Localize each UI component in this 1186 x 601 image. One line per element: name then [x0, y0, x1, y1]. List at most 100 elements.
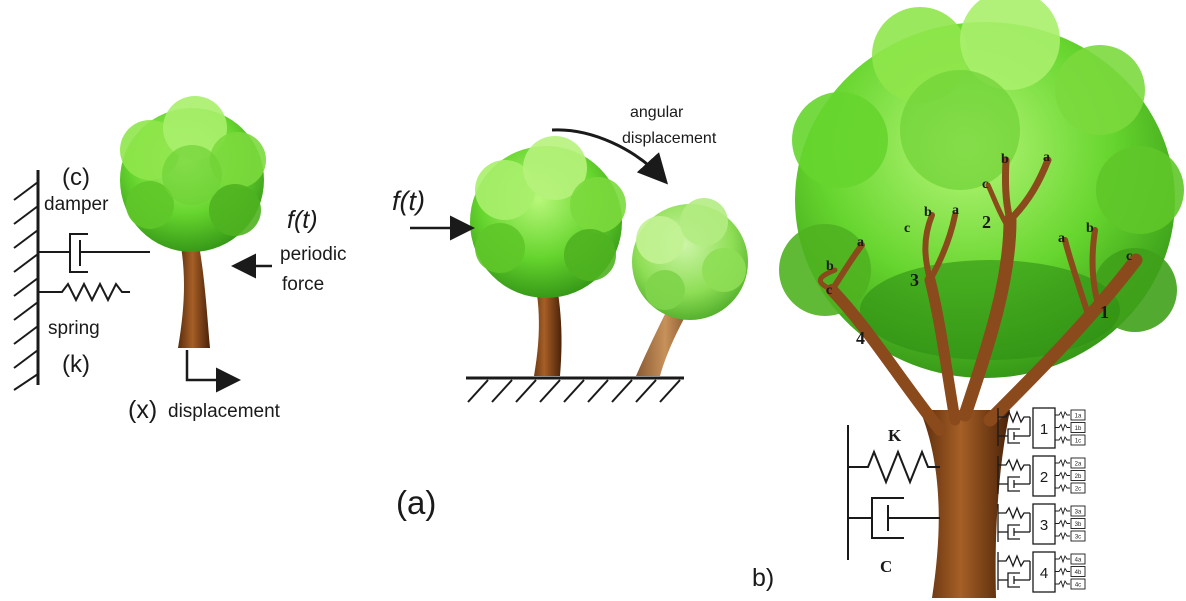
- rotation-label-line2: displacement: [622, 130, 717, 147]
- leaning-tree: [632, 198, 748, 376]
- sub-box: [1070, 566, 1086, 577]
- sub-box-label: 4b: [1075, 570, 1082, 576]
- leaning-tree-foliage: [632, 198, 748, 320]
- right-spring-symbol: K: [888, 426, 902, 445]
- sub-box: [1070, 505, 1086, 517]
- sub-box-label: 3a: [1075, 510, 1082, 516]
- middle-panel: f(t) angular displacement (a): [392, 104, 748, 521]
- sub-spring: [1055, 458, 1070, 468]
- tip-3a: a: [952, 203, 959, 218]
- left-tree-foliage: [120, 96, 266, 252]
- sub-spring: [1055, 554, 1070, 564]
- subsystem-spring: [998, 410, 1030, 424]
- sub-box: [1070, 518, 1086, 529]
- subsystem-damper: [1007, 428, 1020, 444]
- sub-spring: [1055, 483, 1070, 493]
- branch-number-labels: 1 2 3 4: [856, 212, 1109, 348]
- sub-spring: [1055, 435, 1070, 445]
- branch-number-3: 3: [910, 270, 919, 290]
- subsystem-1: 1 1a 1b 1c: [997, 407, 1086, 449]
- left-force-label-line1: periodic: [280, 244, 347, 265]
- tip-4a: a: [857, 235, 864, 250]
- right-damper-symbol: C: [880, 557, 892, 576]
- damper-symbol: [38, 233, 150, 273]
- right-tree-trunk: [920, 410, 1010, 598]
- displacement-label: displacement: [168, 401, 281, 422]
- displacement-symbol-label: (x): [128, 396, 157, 424]
- branch-3: [924, 274, 961, 426]
- subsystem-number: 2: [1040, 469, 1048, 486]
- tip-2a: a: [1043, 150, 1050, 165]
- sub-box-label: 2a: [1075, 462, 1082, 468]
- right-spring-damper: [847, 425, 940, 560]
- right-tree-trunk-group: [817, 156, 1143, 598]
- sub-box: [1070, 578, 1086, 590]
- sub-box-label: 1c: [1075, 439, 1081, 445]
- rotation-label-line1: angular: [630, 104, 684, 121]
- caption-b: b): [752, 564, 774, 592]
- sub-spring: [1055, 471, 1070, 480]
- sub-box-label: 2c: [1075, 487, 1081, 493]
- branch-4: [826, 284, 946, 436]
- subsystem-box: [1032, 455, 1056, 497]
- subsystem-box: [1032, 407, 1056, 449]
- sub-box: [1070, 409, 1086, 421]
- sub-box-label: 3b: [1075, 522, 1082, 528]
- sub-box: [1070, 422, 1086, 433]
- branch-number-1: 1: [1100, 302, 1109, 322]
- subsystem-spring: [998, 506, 1030, 520]
- branch-number-2: 2: [982, 212, 991, 232]
- sub-box: [1070, 457, 1086, 469]
- sub-box-label: 2b: [1075, 474, 1082, 480]
- sub-box-label: 1a: [1075, 414, 1082, 420]
- subsystem-damper: [1007, 572, 1020, 588]
- middle-force-symbol: f(t): [392, 186, 425, 216]
- tip-3c: c: [904, 221, 910, 236]
- branch-tip-labels: a b c a b c a b c a b c: [826, 150, 1132, 298]
- subsystem-box: [1032, 503, 1056, 545]
- tip-3b: b: [924, 205, 932, 220]
- subsystem-spring: [998, 554, 1030, 568]
- upright-tree: [470, 136, 626, 376]
- sub-box-label: 1b: [1075, 426, 1082, 432]
- subsystem-number: 4: [1040, 565, 1048, 582]
- wall-hatching: [13, 181, 39, 391]
- left-force-label-line2: force: [282, 274, 324, 295]
- subsystem-box: [1032, 551, 1056, 593]
- sub-box-label: 3c: [1075, 535, 1081, 541]
- spring-symbol: [38, 281, 130, 303]
- subsystem-2: 2 2a 2b 2c: [997, 455, 1086, 497]
- angular-displacement-arrow: [551, 128, 669, 185]
- spring-symbol-label: (k): [62, 351, 90, 378]
- sub-box: [1070, 553, 1086, 565]
- subsystem-number: 1: [1040, 421, 1048, 438]
- left-tree-trunk: [178, 230, 210, 348]
- left-tree: [120, 96, 266, 348]
- sub-box-label: 4c: [1075, 583, 1081, 589]
- tip-1b: b: [1086, 221, 1094, 236]
- tip-1a: a: [1058, 231, 1065, 246]
- sub-spring: [1055, 410, 1070, 420]
- sub-box: [1070, 470, 1086, 481]
- spring-label: spring: [48, 318, 100, 339]
- branch-2: [958, 213, 1017, 422]
- subsystem-spring: [998, 458, 1030, 472]
- left-force-symbol: f(t): [287, 206, 318, 234]
- tip-2c: c: [982, 177, 988, 192]
- branch-1: [983, 253, 1143, 427]
- sub-box: [1070, 482, 1086, 494]
- left-displacement-arrow: [185, 350, 241, 393]
- tip-4b: b: [826, 259, 834, 274]
- sub-spring: [1055, 519, 1070, 528]
- ground-hatching: [467, 379, 681, 403]
- caption-a: (a): [396, 484, 436, 521]
- left-panel: (c) damper f(t) periodic force spring (k…: [13, 96, 347, 424]
- damper-symbol-label: (c): [62, 164, 90, 191]
- tip-1c: c: [1126, 249, 1132, 264]
- sub-spring: [1055, 531, 1070, 541]
